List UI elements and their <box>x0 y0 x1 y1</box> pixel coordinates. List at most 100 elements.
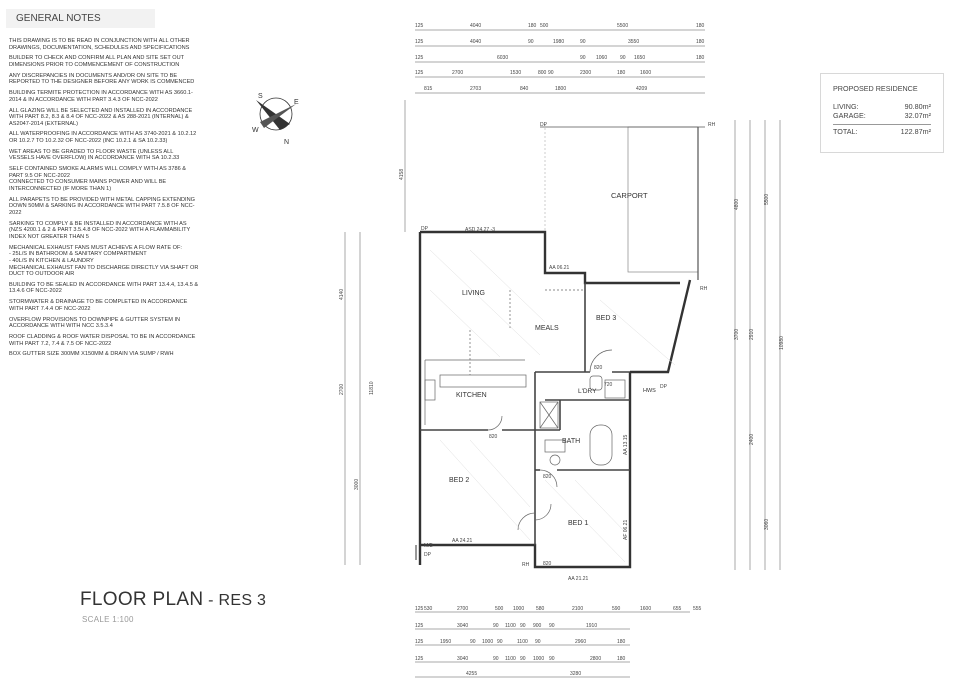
room-bed1: BED 1 <box>568 520 588 527</box>
dim-top: 4040 <box>470 39 481 45</box>
dim-bottom: 125 <box>415 656 424 662</box>
dim-top: 2300 <box>580 70 591 76</box>
north-compass-icon: N E S W <box>252 93 299 146</box>
dim-right: 2910 <box>749 329 755 340</box>
dim-bottom: 1100 <box>505 623 516 629</box>
label-rh-right: RH <box>700 286 708 292</box>
dim-bottom: 1100 <box>517 639 528 645</box>
dim-left: 11810 <box>369 381 375 395</box>
note-item: ALL GLAZING WILL BE SELECTED AND INSTALL… <box>9 107 193 127</box>
label-820a: 820 <box>594 365 603 371</box>
dim-top: 1980 <box>553 39 564 45</box>
room-hws: HWS <box>643 388 656 394</box>
dim-right: 5500 <box>764 194 770 205</box>
dim-bottom: 1600 <box>640 606 651 612</box>
area-label: GARAGE: <box>833 111 866 120</box>
label-dp-top: DP <box>540 122 548 128</box>
general-notes-heading: GENERAL NOTES <box>6 9 155 28</box>
note-item: BUILDING TERMITE PROTECTION IN ACCORDANC… <box>9 90 193 103</box>
label-dp-bottom: DP <box>424 552 432 558</box>
dim-top: 6030 <box>497 55 508 61</box>
note-item: OVERFLOW PROVISIONS TO DOWNPIPE & GUTTER… <box>9 316 181 330</box>
label-aa-2421: AA 24.21 <box>452 538 473 544</box>
dim-bottom: 2100 <box>572 606 583 612</box>
dim-bottom: 655 <box>673 606 682 612</box>
dim-top: 90 <box>620 55 626 61</box>
dim-top: 180 <box>696 55 705 61</box>
dim-bottom: 90 <box>549 656 555 662</box>
compass-n: N <box>284 139 289 146</box>
dim-top: 125 <box>415 39 424 45</box>
label-820c: 820 <box>543 474 552 480</box>
joinery-lines <box>424 289 626 531</box>
dim-bottom: 90 <box>520 656 526 662</box>
interior-walls <box>420 283 630 545</box>
dim-top: 125 <box>415 70 424 76</box>
dim-right: 2400 <box>749 434 755 445</box>
compass-w: W <box>252 127 259 134</box>
dim-top: 180 <box>696 23 705 29</box>
dim-top: 800 <box>538 70 547 76</box>
dim-left: 2700 <box>339 384 345 395</box>
dim-bottom: 2800 <box>590 656 601 662</box>
dim-bottom: 125 <box>415 639 424 645</box>
label-aa-2121: AA 21.21 <box>568 576 589 582</box>
dim-bottom: 900 <box>533 623 542 629</box>
dim-left: 4140 <box>339 289 345 300</box>
room-bath: BATH <box>562 438 580 445</box>
dim-bottom: 180 <box>617 639 626 645</box>
dim-top: 5500 <box>617 23 628 29</box>
compass-s: S <box>258 93 263 100</box>
compass-e: E <box>294 99 299 106</box>
room-kitchen: KITCHEN <box>456 392 487 399</box>
note-item: ALL WATERPROOFING IN ACCORDANCE WITH AS … <box>9 131 197 145</box>
area-value: 122.87m² <box>900 127 931 136</box>
dim-top: 1650 <box>634 55 645 61</box>
dim-top: 4040 <box>470 23 481 29</box>
dim-bottom: 3040 <box>457 623 468 629</box>
area-label: LIVING: <box>833 102 859 111</box>
dim-bottom: 2700 <box>457 606 468 612</box>
dim-bottom: 90 <box>535 639 541 645</box>
dim-bottom: 3040 <box>457 656 468 662</box>
label-820d: 820 <box>543 561 552 567</box>
area-label: TOTAL: <box>833 127 858 136</box>
note-item: BUILDER TO CHECK AND CONFIRM ALL PLAN AN… <box>9 55 185 68</box>
dim-bottom: 90 <box>549 623 555 629</box>
dim-bottom: 90 <box>497 639 503 645</box>
room-bed3: BED 3 <box>596 315 616 322</box>
note-item: BUILDING TO BE SEALED IN ACCORDANCE WITH… <box>9 281 199 295</box>
dim-bottom: 1950 <box>440 639 451 645</box>
dim-bottom: 90 <box>493 656 499 662</box>
area-row-living: LIVING: 90.80m² <box>833 102 931 111</box>
dim-top: 815 <box>424 86 433 92</box>
dim-top: 90 <box>580 39 586 45</box>
dim-bottom: 90 <box>520 623 526 629</box>
note-item: BOX GUTTER SIZE 300MM X150MM & DRAIN VIA… <box>9 351 174 358</box>
label-aa-0621: AA 06.21 <box>549 265 570 271</box>
room-laundry: L'DRY <box>578 388 597 395</box>
dim-bottom: 1000 <box>482 639 493 645</box>
dim-top: 180 <box>696 39 705 45</box>
dim-top: 180 <box>528 23 537 29</box>
dim-bottom: 125 <box>415 606 424 612</box>
note-item: SELF CONTAINED SMOKE ALARMS WILL COMPLY … <box>9 166 186 192</box>
floor-finish-hatch <box>429 249 676 563</box>
note-item: MECHANICAL EXHAUST FANS MUST ACHIEVE A F… <box>9 244 199 278</box>
dim-bottom: 590 <box>612 606 621 612</box>
dim-bottom: 1910 <box>586 623 597 629</box>
dim-top: 2700 <box>452 70 463 76</box>
dim-right: 3060 <box>764 519 770 530</box>
label-820b: 820 <box>489 434 498 440</box>
dim-bottom: 2960 <box>575 639 586 645</box>
label-720: 720 <box>604 382 613 388</box>
room-bed2: BED 2 <box>449 477 469 484</box>
label-mb: M/B <box>424 543 434 549</box>
dim-bottom: 3280 <box>570 671 581 677</box>
dim-bottom: 530 <box>424 606 433 612</box>
dim-bottom: 4255 <box>466 671 477 677</box>
area-value: 90.80m² <box>904 102 931 111</box>
drawing-title: FLOOR PLAN - RES 3 <box>80 589 266 611</box>
dim-top: 90 <box>580 55 586 61</box>
dim-right: 4800 <box>734 199 740 210</box>
